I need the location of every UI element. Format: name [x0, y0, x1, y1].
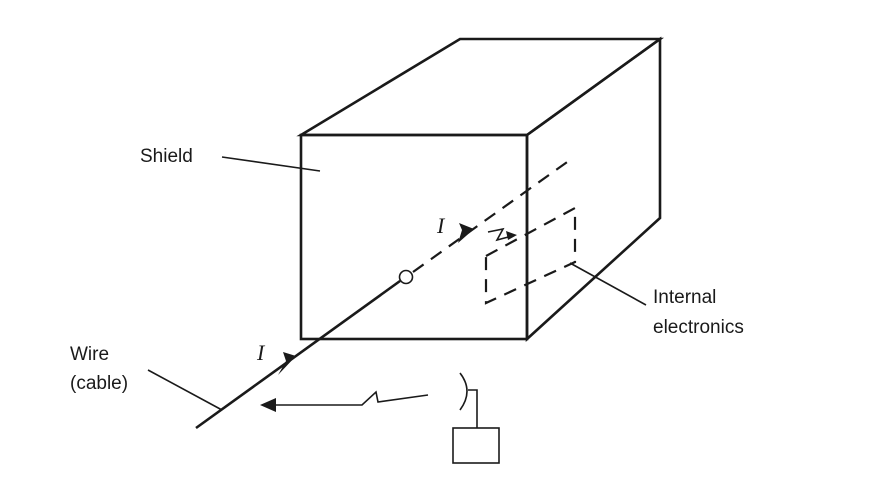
shield-top-face — [296, 37, 665, 137]
wire-outside-segment — [195, 279, 401, 430]
inside-current-arrowhead — [458, 223, 474, 243]
wire-entry-point — [398, 269, 414, 285]
shield-front-face — [299, 133, 529, 341]
internal-electronics-label-line1: Internal — [653, 287, 716, 308]
wire-leader-line — [147, 369, 223, 411]
shield-leader-line — [221, 156, 321, 172]
antenna-icon — [459, 372, 468, 411]
wire-label-line1: Wire — [70, 344, 109, 365]
shield-side-face — [525, 36, 662, 342]
external-source — [452, 372, 500, 464]
wire-inside-dashed-segment — [412, 159, 571, 273]
wire-label-line2: (cable) — [70, 373, 128, 394]
wire-current-arrowhead — [278, 352, 296, 375]
internal-electronics-label-line2: electronics — [653, 317, 744, 338]
current-label-outside: I — [256, 340, 266, 365]
radiated-coupling-arrow — [260, 390, 429, 412]
internal-electronics-box — [484, 206, 577, 305]
shield-box — [296, 36, 665, 342]
shield-label: Shield — [140, 146, 193, 167]
antenna-feed-line — [468, 389, 478, 428]
internal-coupling-arrow — [487, 227, 517, 242]
current-label-inside: I — [436, 213, 446, 238]
internal-leader-line — [569, 262, 647, 306]
wire — [195, 159, 571, 430]
source-box — [452, 427, 500, 464]
